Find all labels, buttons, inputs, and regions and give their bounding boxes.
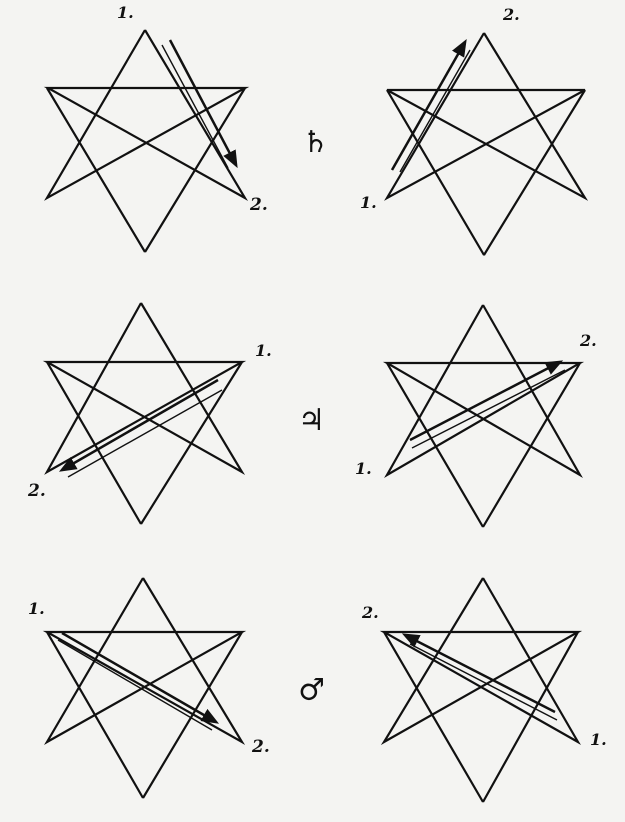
hexagram-saturn-left — [43, 29, 250, 253]
hexagram-mars-left — [42, 577, 247, 799]
mars-symbol: ♂ — [298, 673, 325, 708]
tracing-arrow-saturn-right — [390, 38, 471, 173]
start-label-saturn-left: 1. — [117, 3, 134, 22]
start-label-mars-right: 1. — [590, 730, 607, 749]
hexagram-mars-right — [379, 577, 583, 803]
jupiter-symbol: ♃ — [298, 403, 325, 438]
start-label-mars-left: 1. — [28, 599, 45, 618]
start-label-jupiter-left: 1. — [255, 341, 272, 360]
tracing-arrow-mars-right — [401, 633, 558, 721]
hexagram-jupiter-right — [382, 304, 585, 528]
saturn-symbol: ♄ — [302, 125, 329, 160]
hexagram-jupiter-left — [42, 302, 247, 525]
tracing-arrow-mars-left — [57, 631, 220, 731]
tracing-arrow-jupiter-left — [58, 378, 223, 478]
hexagram-saturn-right — [384, 32, 589, 256]
end-label-saturn-right: 2. — [502, 5, 520, 24]
end-label-jupiter-right: 2. — [579, 331, 597, 350]
end-label-saturn-left: 2. — [249, 195, 268, 215]
tracing-arrow-saturn-left — [161, 39, 238, 169]
end-label-mars-right: 2. — [361, 603, 379, 622]
start-label-saturn-right: 1. — [360, 193, 377, 212]
end-label-jupiter-left: 2. — [27, 481, 46, 501]
end-label-mars-left: 2. — [251, 737, 270, 757]
tracing-arrow-jupiter-right — [409, 360, 566, 449]
start-label-jupiter-right: 1. — [355, 459, 372, 478]
